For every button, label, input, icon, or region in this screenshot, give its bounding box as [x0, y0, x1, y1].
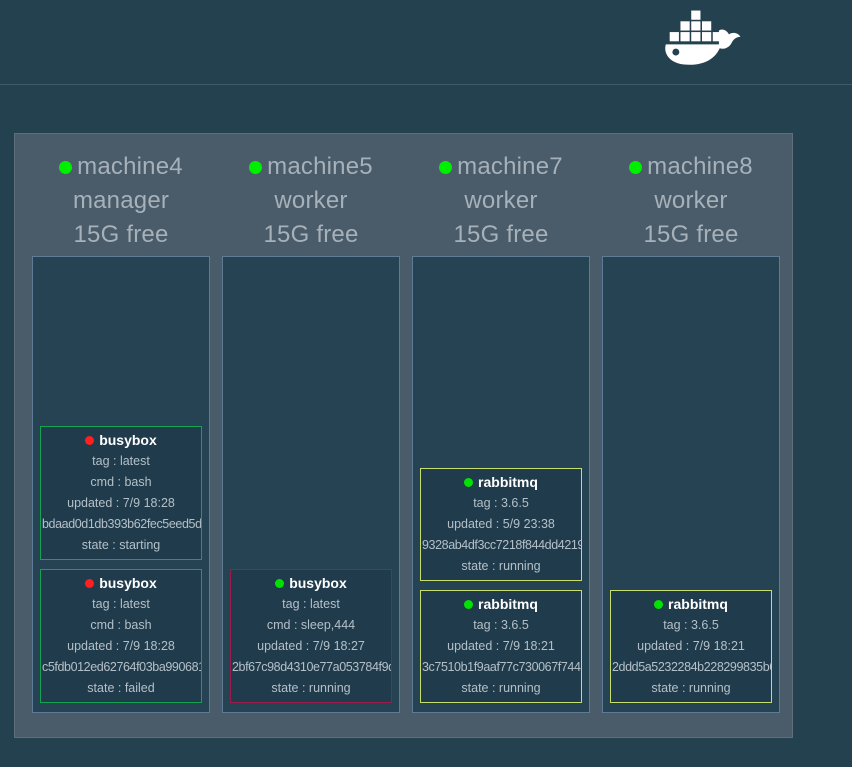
container-title: rabbitmq — [421, 594, 581, 615]
container-tag: tag : 3.6.5 — [663, 618, 719, 632]
node-columns: machine4 manager 15G free busybox tag : … — [15, 134, 792, 713]
node-role: manager — [72, 187, 170, 214]
container-updated: updated : 7/9 18:21 — [447, 639, 555, 653]
docker-whale-icon — [665, 10, 741, 65]
container-updated: updated : 7/9 18:28 — [67, 496, 175, 510]
container-id: 3c7510b1f9aaf77c730067f74451e05 — [422, 660, 581, 674]
container-title: rabbitmq — [611, 594, 771, 615]
node-role: worker — [274, 187, 348, 214]
container-updated: updated : 7/9 18:21 — [637, 639, 745, 653]
container-state: state : running — [271, 681, 351, 695]
container-name: rabbitmq — [668, 596, 728, 612]
node-header: machine5 worker 15G free — [222, 150, 400, 252]
container-title: rabbitmq — [421, 472, 581, 493]
container-tag: tag : 3.6.5 — [473, 496, 529, 510]
container-state: state : running — [461, 681, 541, 695]
container-updated: updated : 5/9 23:38 — [447, 517, 555, 531]
container-id: 9328ab4df3cc7218f844dd42196aab7 — [422, 538, 581, 552]
node-machine7: machine7 worker 15G free rabbitmq tag : … — [412, 150, 590, 713]
node-container-area: rabbitmq tag : 3.6.5 updated : 5/9 23:38… — [412, 256, 590, 713]
container-title: busybox — [41, 573, 201, 594]
container-id: c5fdb012ed62764f03ba99068182430 — [42, 660, 201, 674]
container-name: rabbitmq — [478, 474, 538, 490]
node-free-space: 15G free — [263, 221, 359, 248]
node-role: worker — [654, 187, 728, 214]
node-machine5: machine5 worker 15G free busybox tag : l… — [222, 150, 400, 713]
node-name-line: machine4 — [32, 150, 210, 184]
container-updated: updated : 7/9 18:27 — [257, 639, 365, 653]
node-name: machine4 — [77, 153, 183, 180]
container-state: state : running — [461, 559, 541, 573]
container-status-dot — [85, 436, 95, 445]
node-name: machine5 — [267, 153, 373, 180]
container-title: busybox — [231, 573, 391, 594]
container-card: rabbitmq tag : 3.6.5 updated : 5/9 23:38… — [420, 468, 582, 581]
node-container-area: busybox tag : latest cmd : bash updated … — [32, 256, 210, 713]
node-name: machine8 — [647, 153, 753, 180]
container-name: busybox — [289, 575, 347, 591]
container-id: 2ddd5a5232284b228299835b6899ba — [612, 660, 771, 674]
container-state: state : failed — [87, 681, 155, 695]
container-name: rabbitmq — [478, 596, 538, 612]
node-machine8: machine8 worker 15G free rabbitmq tag : … — [602, 150, 780, 713]
container-id: 2bf67c98d4310e77a053784f9d03a04 — [232, 660, 391, 674]
node-name: machine7 — [457, 153, 563, 180]
container-status-dot — [275, 579, 285, 588]
container-status-dot — [464, 478, 474, 487]
node-free-space: 15G free — [73, 221, 169, 248]
node-header: machine7 worker 15G free — [412, 150, 590, 252]
node-status-dot — [629, 161, 643, 174]
node-name-line: machine5 — [222, 150, 400, 184]
node-container-area: busybox tag : latest cmd : sleep,444 upd… — [222, 256, 400, 713]
container-tag: tag : latest — [92, 597, 150, 611]
swarm-panel: machine4 manager 15G free busybox tag : … — [14, 133, 793, 738]
node-status-dot — [249, 161, 263, 174]
container-state: state : running — [651, 681, 731, 695]
container-cmd: cmd : bash — [90, 475, 152, 489]
container-status-dot — [654, 600, 664, 609]
node-header: machine4 manager 15G free — [32, 150, 210, 252]
node-status-dot — [439, 161, 453, 174]
node-container-area: rabbitmq tag : 3.6.5 updated : 7/9 18:21… — [602, 256, 780, 713]
node-role: worker — [464, 187, 538, 214]
node-name-line: machine8 — [602, 150, 780, 184]
container-title: busybox — [41, 430, 201, 451]
container-cmd: cmd : bash — [90, 618, 152, 632]
container-tag: tag : 3.6.5 — [473, 618, 529, 632]
node-header: machine8 worker 15G free — [602, 150, 780, 252]
container-updated: updated : 7/9 18:28 — [67, 639, 175, 653]
container-name: busybox — [99, 575, 157, 591]
top-bar — [0, 0, 852, 85]
container-status-dot — [464, 600, 474, 609]
container-cmd: cmd : sleep,444 — [266, 618, 356, 632]
container-tag: tag : latest — [92, 454, 150, 468]
container-card: rabbitmq tag : 3.6.5 updated : 7/9 18:21… — [420, 590, 582, 703]
container-card: busybox tag : latest cmd : bash updated … — [40, 426, 202, 560]
container-id: bdaad0d1db393b62fec5eed5d19a66 — [42, 517, 201, 531]
node-name-line: machine7 — [412, 150, 590, 184]
node-free-space: 15G free — [453, 221, 549, 248]
container-tag: tag : latest — [282, 597, 340, 611]
container-status-dot — [85, 579, 95, 588]
node-free-space: 15G free — [643, 221, 739, 248]
node-machine4: machine4 manager 15G free busybox tag : … — [32, 150, 210, 713]
node-status-dot — [59, 161, 73, 174]
container-state: state : starting — [81, 538, 161, 552]
container-card: busybox tag : latest cmd : sleep,444 upd… — [230, 569, 392, 703]
container-card: rabbitmq tag : 3.6.5 updated : 7/9 18:21… — [610, 590, 772, 703]
container-card: busybox tag : latest cmd : bash updated … — [40, 569, 202, 703]
container-name: busybox — [99, 432, 157, 448]
